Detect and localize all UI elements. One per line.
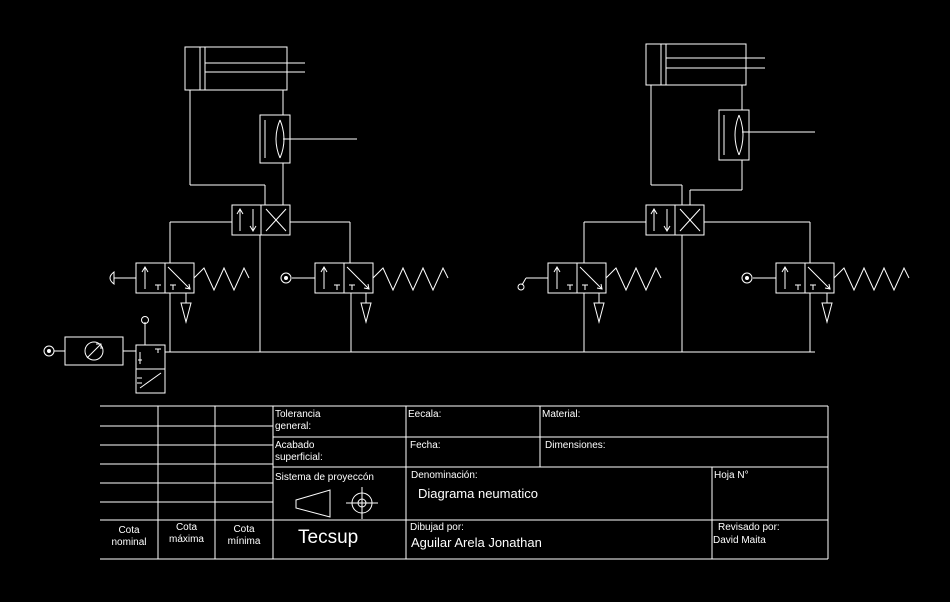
reviewed-by-label: Revisado por: — [718, 522, 780, 533]
start-valve — [135, 316, 166, 394]
designation-value: Diagrama neumatico — [418, 486, 538, 501]
sheet-number-label: Hoja N° — [714, 470, 749, 481]
roller-valve-right-b — [741, 262, 910, 352]
directional-valve-left — [169, 184, 351, 352]
cylinder-right — [645, 43, 765, 185]
roller-lever-valve-right-a — [517, 262, 662, 352]
designation-label: Denominación: — [411, 470, 478, 481]
flow-control-valve-left — [259, 114, 357, 205]
scale-label: Eecala: — [408, 409, 442, 420]
projection-label: Sistema de proyeccón — [275, 472, 374, 483]
directional-valve-right — [583, 184, 811, 352]
title-block-frame — [100, 405, 829, 560]
flow-control-valve-right — [718, 109, 815, 190]
material-label: Material: — [542, 409, 581, 420]
dimensions-label: Dimensiones: — [545, 440, 606, 451]
max-dimension-label: Cota máxima — [168, 522, 204, 545]
roller-valve-left-b — [280, 262, 449, 352]
min-dimension-label: Cota mínima — [227, 524, 261, 547]
tolerance-label: Tolerancia general: — [275, 409, 321, 432]
air-source-unit — [43, 336, 136, 366]
finish-label: Acabado superficial: — [275, 440, 323, 463]
drawn-by-label: Dibujad por: — [410, 522, 464, 533]
date-label: Fecha: — [410, 440, 441, 451]
projection-symbol — [295, 487, 378, 519]
lever-valve-left-a — [109, 262, 250, 352]
cylinder-left — [184, 46, 305, 185]
reviewed-by-value: David Maita — [713, 535, 766, 546]
drawn-by-value: Aguilar Arela Jonathan — [411, 535, 542, 550]
nominal-dimension-label: Cota nominal — [111, 525, 147, 548]
company-logo-text: Tecsup — [298, 527, 359, 548]
